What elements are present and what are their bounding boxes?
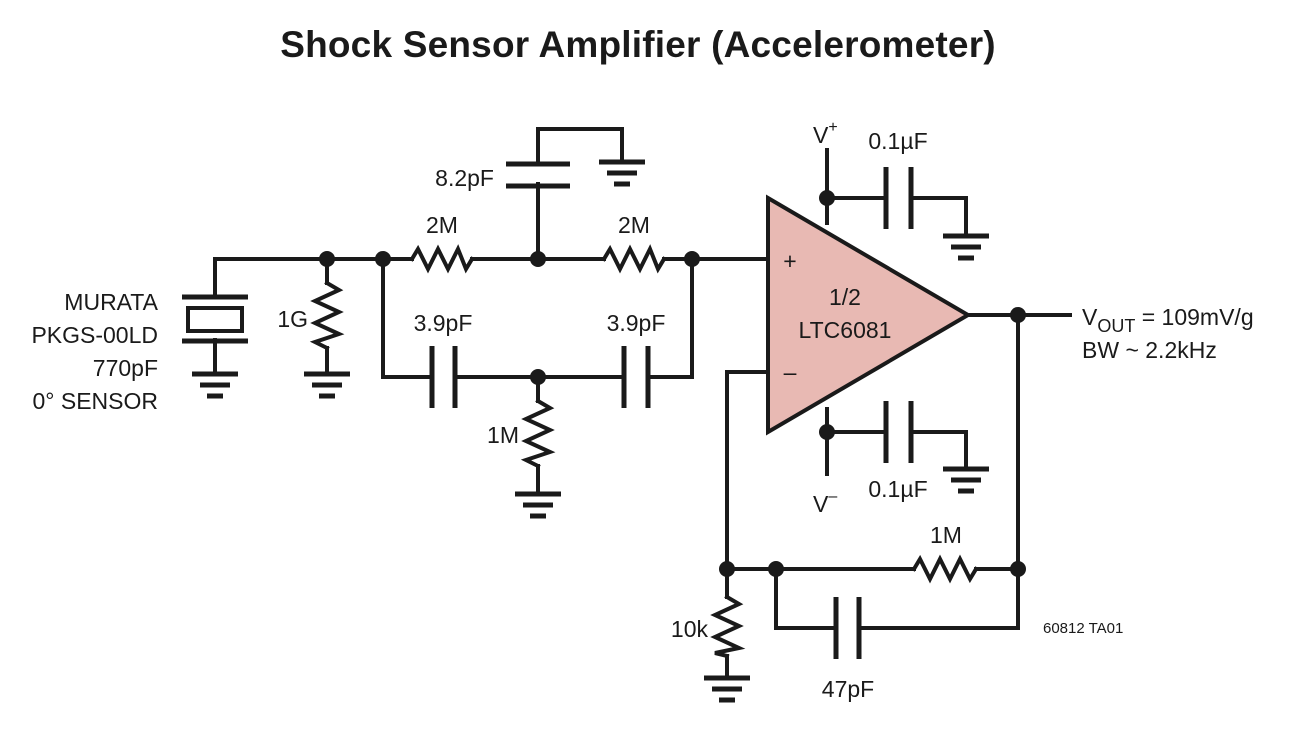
label-0p1uf-bottom: 0.1µF	[868, 476, 927, 502]
ground-icon	[704, 675, 750, 703]
resistor-2m-left	[409, 244, 475, 274]
capacitor-0p1uf-bottom	[883, 401, 914, 463]
label-3p9pf-left: 3.9pF	[414, 310, 473, 336]
junction-dots	[319, 190, 1026, 577]
ground-icon	[943, 466, 989, 494]
resistor-1g	[309, 280, 345, 351]
label-2m-left: 2M	[426, 212, 458, 238]
opamp-triangle	[766, 194, 972, 436]
label-0p1uf-top: 0.1µF	[868, 128, 927, 154]
ground-icon	[192, 371, 238, 399]
label-2m-right: 2M	[618, 212, 650, 238]
label-vout: VOUT = 109mV/g	[1082, 304, 1254, 336]
piezo-sensor-symbol	[182, 294, 248, 344]
label-1g: 1G	[277, 306, 308, 332]
diagram-title: Shock Sensor Amplifier (Accelerometer)	[280, 24, 996, 65]
label-bandwidth: BW ~ 2.2kHz	[1082, 337, 1217, 363]
sensor-label-line2: PKGS-00LD	[31, 322, 158, 348]
resistor-2m-right	[601, 244, 667, 274]
opamp-label-line2: LTC6081	[799, 317, 892, 343]
label-47pf: 47pF	[822, 676, 874, 702]
wires	[213, 127, 1072, 678]
label-1m-tee: 1M	[487, 422, 519, 448]
resistor-1m-feedback	[911, 554, 979, 584]
sensor-label-line4: 0° SENSOR	[32, 388, 158, 414]
capacitor-3p9pf-left	[429, 346, 458, 408]
opamp-plus-sign: +	[783, 248, 796, 274]
resistor-1m-tee	[520, 398, 556, 469]
ground-icon	[304, 371, 350, 399]
label-1m-feedback: 1M	[930, 522, 962, 548]
sensor-label-line3: 770pF	[93, 355, 158, 381]
capacitor-3p9pf-right	[621, 346, 651, 408]
capacitor-8p2pf	[506, 161, 570, 189]
label-8p2pf: 8.2pF	[435, 165, 494, 191]
resistor-10k	[710, 594, 746, 659]
label-10k: 10k	[671, 616, 709, 642]
ground-icon	[515, 491, 561, 519]
opamp-label-line1: 1/2	[829, 284, 861, 310]
label-3p9pf-right: 3.9pF	[607, 310, 666, 336]
capacitor-0p1uf-top	[883, 167, 914, 229]
opamp-minus-sign: –	[784, 359, 797, 385]
label-v-negative: V–	[813, 488, 837, 517]
ground-icon	[943, 233, 989, 261]
label-v-positive: V+	[813, 119, 838, 148]
ground-icon	[599, 159, 645, 187]
sensor-label-line1: MURATA	[64, 289, 158, 315]
figure-id: 60812 TA01	[1043, 620, 1123, 637]
capacitor-47pf	[833, 597, 862, 659]
